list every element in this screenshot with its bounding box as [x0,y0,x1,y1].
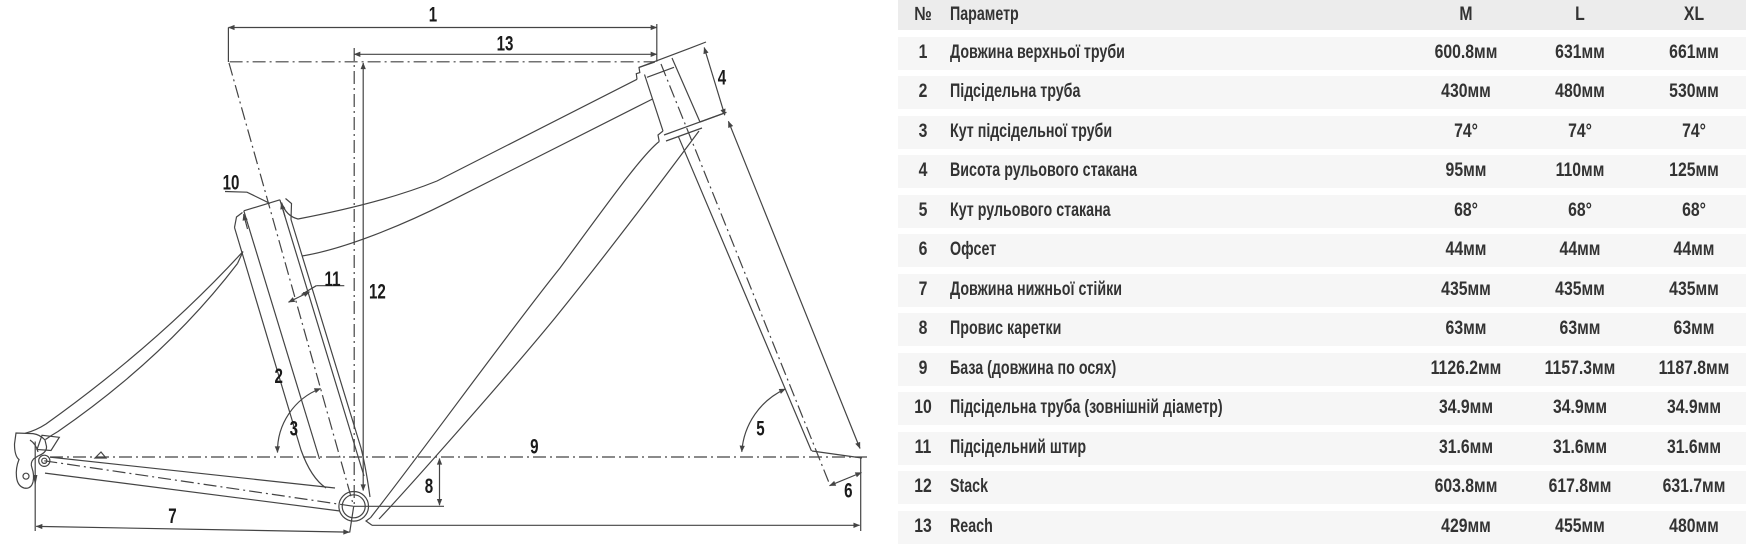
svg-text:5: 5 [756,416,764,440]
svg-text:10: 10 [223,170,240,194]
svg-text:13: 13 [497,31,514,55]
svg-text:8: 8 [425,474,433,498]
svg-text:11: 11 [325,266,341,290]
svg-text:2: 2 [274,364,282,388]
svg-text:12: 12 [369,279,386,303]
svg-text:7: 7 [168,503,176,527]
svg-text:6: 6 [844,478,852,502]
svg-text:9: 9 [530,434,538,458]
svg-text:1: 1 [429,2,437,26]
svg-text:4: 4 [718,65,727,89]
svg-text:3: 3 [290,416,298,440]
